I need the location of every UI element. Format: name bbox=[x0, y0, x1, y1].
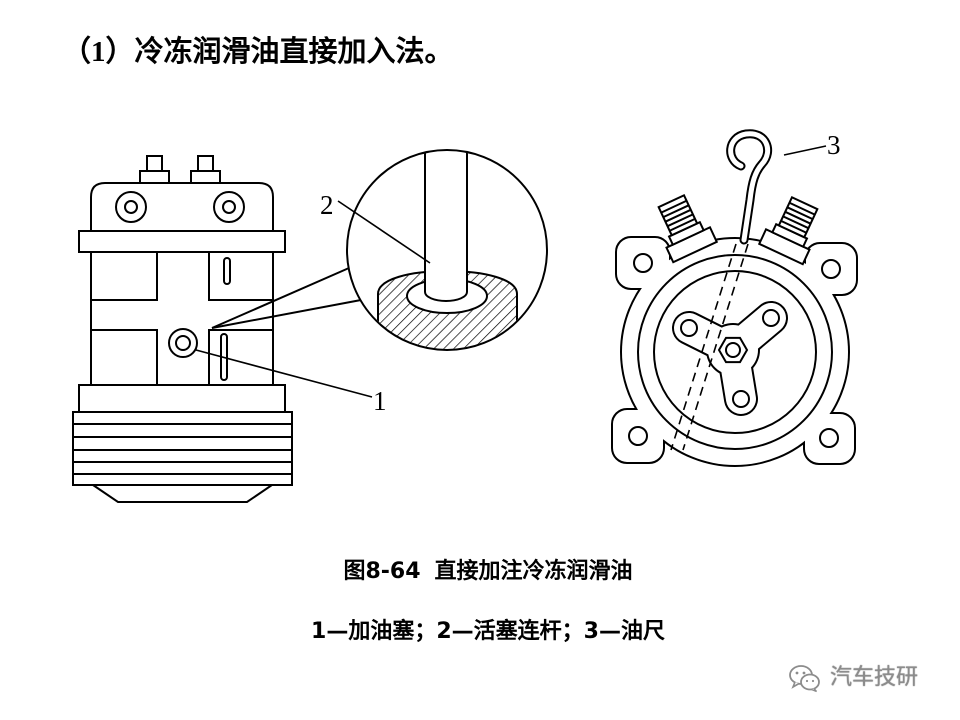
callout-label-1: 1 bbox=[373, 386, 387, 416]
figure-title: 直接加注冷冻润滑油 bbox=[434, 559, 633, 584]
body-rib-lines bbox=[91, 252, 273, 385]
refrigerant-fitting-right bbox=[757, 196, 819, 266]
compressor-front-view bbox=[72, 155, 293, 503]
refrigerant-fitting-left bbox=[657, 194, 719, 264]
magnifier-content bbox=[377, 151, 518, 349]
callout-label-3: 3 bbox=[827, 130, 841, 160]
piston-rod bbox=[425, 151, 467, 292]
callout-label-2: 2 bbox=[320, 190, 334, 220]
pulley-inner-ring bbox=[653, 270, 817, 434]
pulley-outer-ring bbox=[637, 254, 833, 450]
terminal-post-left bbox=[139, 155, 170, 184]
body-slot-upper bbox=[223, 257, 231, 285]
pulley-grooves bbox=[73, 423, 292, 475]
figure-number: 图8-64 bbox=[343, 559, 421, 584]
upper-flange bbox=[78, 230, 286, 253]
lower-flange bbox=[78, 384, 286, 413]
bolt-hole-top-right bbox=[821, 259, 841, 279]
head-bolt-left bbox=[115, 191, 147, 223]
compressor-end-view bbox=[611, 129, 858, 467]
magnifier-circle bbox=[346, 149, 548, 351]
bolt-hole-top-left bbox=[633, 253, 653, 273]
crankcase-body bbox=[90, 251, 274, 386]
head-bolt-right bbox=[213, 191, 245, 223]
leader-line-1 bbox=[195, 349, 373, 398]
dipstick-hidden-lines bbox=[670, 243, 749, 451]
figure-legend: 1—加油塞；2—活塞连杆；3—油尺 bbox=[311, 619, 665, 644]
figure-caption: 图8-64 直接加注冷冻润滑油 bbox=[268, 558, 708, 586]
watermark: 汽车技研 bbox=[788, 662, 918, 694]
section-heading: （1）冷冻润滑油直接加入法。 bbox=[62, 36, 454, 68]
terminal-post-right bbox=[190, 155, 221, 184]
oil-filler-plug bbox=[168, 328, 198, 358]
leader-line-3 bbox=[783, 145, 827, 156]
center-hex-nut bbox=[717, 336, 749, 364]
watermark-text: 汽车技研 bbox=[830, 665, 919, 690]
oil-dipstick-hook bbox=[726, 129, 772, 245]
bolt-hole-bottom-right bbox=[819, 428, 839, 448]
leader-line-2 bbox=[337, 200, 431, 264]
bolt-hole-bottom-left bbox=[628, 426, 648, 446]
flange-bolt-holes bbox=[628, 253, 841, 448]
wechat-icon bbox=[789, 665, 820, 693]
piston-rod-edges bbox=[424, 151, 468, 292]
magnified-detail-view bbox=[211, 149, 548, 351]
magnifier-guide-line-lower bbox=[211, 299, 362, 329]
magnifier-guide-line-upper bbox=[211, 267, 350, 329]
pulley-hub bbox=[89, 484, 276, 503]
hub-rivet-holes bbox=[680, 309, 780, 408]
